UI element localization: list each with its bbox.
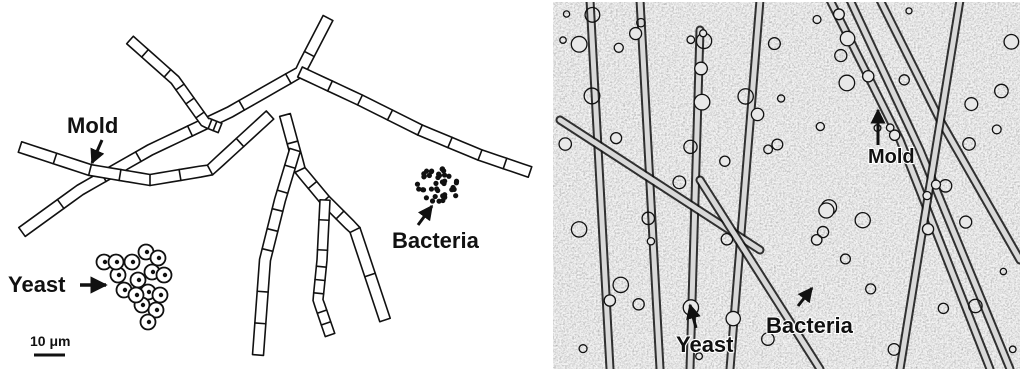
- yeast-nucleus: [135, 293, 139, 297]
- bacterium: [416, 186, 421, 191]
- micrograph-cell: [647, 238, 654, 245]
- yeast-cluster: [97, 245, 172, 330]
- yeast-nucleus: [115, 260, 119, 264]
- bacterium: [446, 174, 451, 179]
- micrograph-cell: [571, 36, 587, 52]
- bacterium: [436, 199, 441, 204]
- yeast-nucleus: [147, 290, 151, 294]
- micrograph-cell: [816, 122, 824, 130]
- yeast-nucleus: [155, 308, 159, 312]
- micrograph-cell: [922, 224, 933, 235]
- micrograph-cell: [695, 62, 708, 75]
- micrograph-yeast-label: Yeast: [676, 332, 734, 357]
- micrograph-cell: [604, 295, 615, 306]
- bacterium: [435, 175, 440, 180]
- micrograph-cell: [965, 98, 978, 111]
- micrograph-cell: [1009, 346, 1016, 353]
- yeast-label: Yeast: [8, 272, 66, 297]
- bacterium: [453, 193, 458, 198]
- bacterium: [422, 173, 427, 178]
- bacterium: [424, 195, 429, 200]
- micrograph-cell: [834, 9, 845, 20]
- micrograph-cell: [687, 36, 695, 44]
- bacterium: [429, 186, 434, 191]
- bacteria-label: Bacteria: [392, 228, 480, 253]
- micrograph-cell: [819, 203, 834, 218]
- bacterium: [429, 169, 434, 174]
- yeast-nucleus: [123, 288, 127, 292]
- micrograph-cell: [923, 191, 931, 199]
- hypha-down-right: [280, 114, 391, 322]
- hypha-wall: [127, 36, 222, 132]
- hypha-down-left: [253, 148, 301, 355]
- bacterium: [454, 180, 459, 185]
- micrograph-cell: [559, 138, 571, 150]
- micrograph-cell: [931, 180, 940, 189]
- hypha-wall: [298, 67, 532, 177]
- scale-bar-label: 10 μm: [30, 333, 70, 349]
- mold-hyphae: [18, 15, 531, 355]
- micrograph-cell: [630, 28, 642, 40]
- hypha-right: [298, 67, 532, 177]
- micrograph-cell: [726, 311, 740, 325]
- bacterium: [433, 181, 438, 186]
- yeast-nucleus: [163, 273, 167, 277]
- micrograph-cell: [890, 130, 900, 140]
- yeast-nucleus: [103, 260, 107, 264]
- yeast-nucleus: [145, 250, 149, 254]
- bacterium: [434, 186, 439, 191]
- septum: [255, 323, 266, 324]
- micrograph-cell: [839, 75, 855, 91]
- micrograph-cell: [813, 16, 821, 24]
- bacterium: [449, 187, 454, 192]
- yeast-nucleus: [159, 293, 163, 297]
- bacterium: [430, 198, 435, 203]
- micrograph-cell: [960, 216, 972, 228]
- micrograph-cell: [751, 108, 763, 120]
- bacterium: [440, 166, 445, 171]
- bacterium: [415, 182, 420, 187]
- bacterium: [441, 181, 446, 186]
- bacteria-cluster: [415, 166, 459, 204]
- micrograph-cell: [611, 133, 622, 144]
- mold-label: Mold: [67, 113, 118, 138]
- micrograph-cell: [906, 8, 912, 14]
- bacterium: [440, 193, 445, 198]
- hypha-down-middle: [313, 200, 335, 337]
- septum: [257, 291, 268, 292]
- yeast-nucleus: [131, 260, 135, 264]
- micrograph-cell: [863, 71, 874, 82]
- septum: [316, 266, 326, 267]
- micrograph-cell: [614, 43, 623, 52]
- hypha-wall: [253, 148, 301, 355]
- hypha-upper-left: [127, 36, 222, 132]
- yeast-nucleus: [137, 278, 141, 282]
- yeast-nucleus: [157, 256, 161, 260]
- micrograph-photo: Mold Yeast Bacteria: [553, 0, 1020, 369]
- yeast-nucleus: [117, 273, 121, 277]
- micrograph-cell: [694, 94, 710, 110]
- hypha-wall: [280, 114, 391, 322]
- septum: [314, 293, 324, 294]
- schematic-drawing: Mold Yeast Bacteria 10 μm: [8, 15, 532, 355]
- micrograph-cell: [840, 31, 855, 46]
- micrograph-bacteria-label: Bacteria: [766, 313, 854, 338]
- bacterium: [421, 187, 426, 192]
- bacterium: [433, 194, 438, 199]
- mold-arrow: [92, 140, 102, 163]
- septum: [315, 280, 325, 281]
- yeast-nucleus: [151, 270, 155, 274]
- yeast-nucleus: [147, 320, 151, 324]
- bacteria-arrow: [418, 206, 432, 225]
- micrograph-mold-label: Mold: [868, 146, 915, 168]
- micrograph-cell: [700, 30, 707, 37]
- micrograph-cell: [1004, 35, 1019, 50]
- micrograph-cell: [720, 156, 730, 166]
- micrograph-cell: [992, 125, 1001, 134]
- yeast-nucleus: [141, 303, 145, 307]
